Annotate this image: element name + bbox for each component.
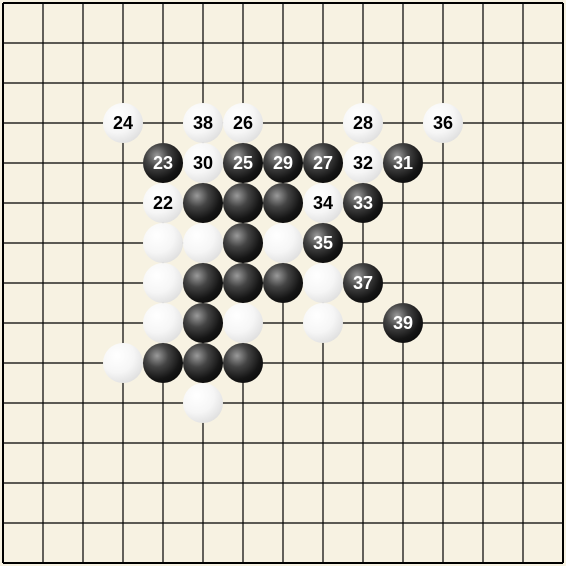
- white-stone: [143, 263, 183, 303]
- move-number: 23: [152, 152, 174, 173]
- move-number: 24: [112, 112, 134, 133]
- black-stone: [263, 183, 303, 223]
- move-number: 38: [192, 112, 214, 133]
- black-stone: 37: [343, 263, 383, 303]
- white-stone: [143, 223, 183, 263]
- black-stone: 23: [143, 143, 183, 183]
- black-stone: 35: [303, 223, 343, 263]
- black-stone: 25: [223, 143, 263, 183]
- black-stone: [223, 183, 263, 223]
- white-stone: 34: [303, 183, 343, 223]
- black-stone: [183, 263, 223, 303]
- move-number: 34: [312, 192, 334, 213]
- black-stone: [183, 183, 223, 223]
- white-stone: [263, 223, 303, 263]
- black-stone: 33: [343, 183, 383, 223]
- white-stone: [303, 303, 343, 343]
- white-stone: 24: [103, 103, 143, 143]
- move-number: 35: [312, 232, 334, 253]
- white-stone: [223, 303, 263, 343]
- move-number: 36: [432, 112, 454, 133]
- move-number: 22: [152, 192, 174, 213]
- black-stone: [263, 263, 303, 303]
- black-stone: [183, 303, 223, 343]
- white-stone: [143, 303, 183, 343]
- black-stone: 29: [263, 143, 303, 183]
- black-stone: [143, 343, 183, 383]
- white-stone: [303, 263, 343, 303]
- move-number: 32: [352, 152, 374, 173]
- move-number: 28: [352, 112, 374, 133]
- white-stone: 30: [183, 143, 223, 183]
- white-stone: 26: [223, 103, 263, 143]
- move-number: 29: [272, 152, 294, 173]
- move-number: 39: [392, 312, 414, 333]
- move-number: 26: [232, 112, 254, 133]
- move-number: 31: [392, 152, 414, 173]
- white-stone: 36: [423, 103, 463, 143]
- white-stone: 22: [143, 183, 183, 223]
- black-stone: 27: [303, 143, 343, 183]
- white-stone: [103, 343, 143, 383]
- black-stone: 39: [383, 303, 423, 343]
- move-number: 33: [352, 192, 374, 213]
- black-stone: [223, 263, 263, 303]
- move-number: 37: [352, 272, 374, 293]
- white-stone: 32: [343, 143, 383, 183]
- black-stone: [223, 223, 263, 263]
- white-stone: [183, 223, 223, 263]
- white-stone: [183, 383, 223, 423]
- black-stone: [223, 343, 263, 383]
- move-number: 27: [312, 152, 334, 173]
- black-stone: [183, 343, 223, 383]
- move-number: 25: [232, 152, 254, 173]
- black-stone: 31: [383, 143, 423, 183]
- white-stone: 38: [183, 103, 223, 143]
- move-number: 30: [192, 152, 214, 173]
- white-stone: 28: [343, 103, 383, 143]
